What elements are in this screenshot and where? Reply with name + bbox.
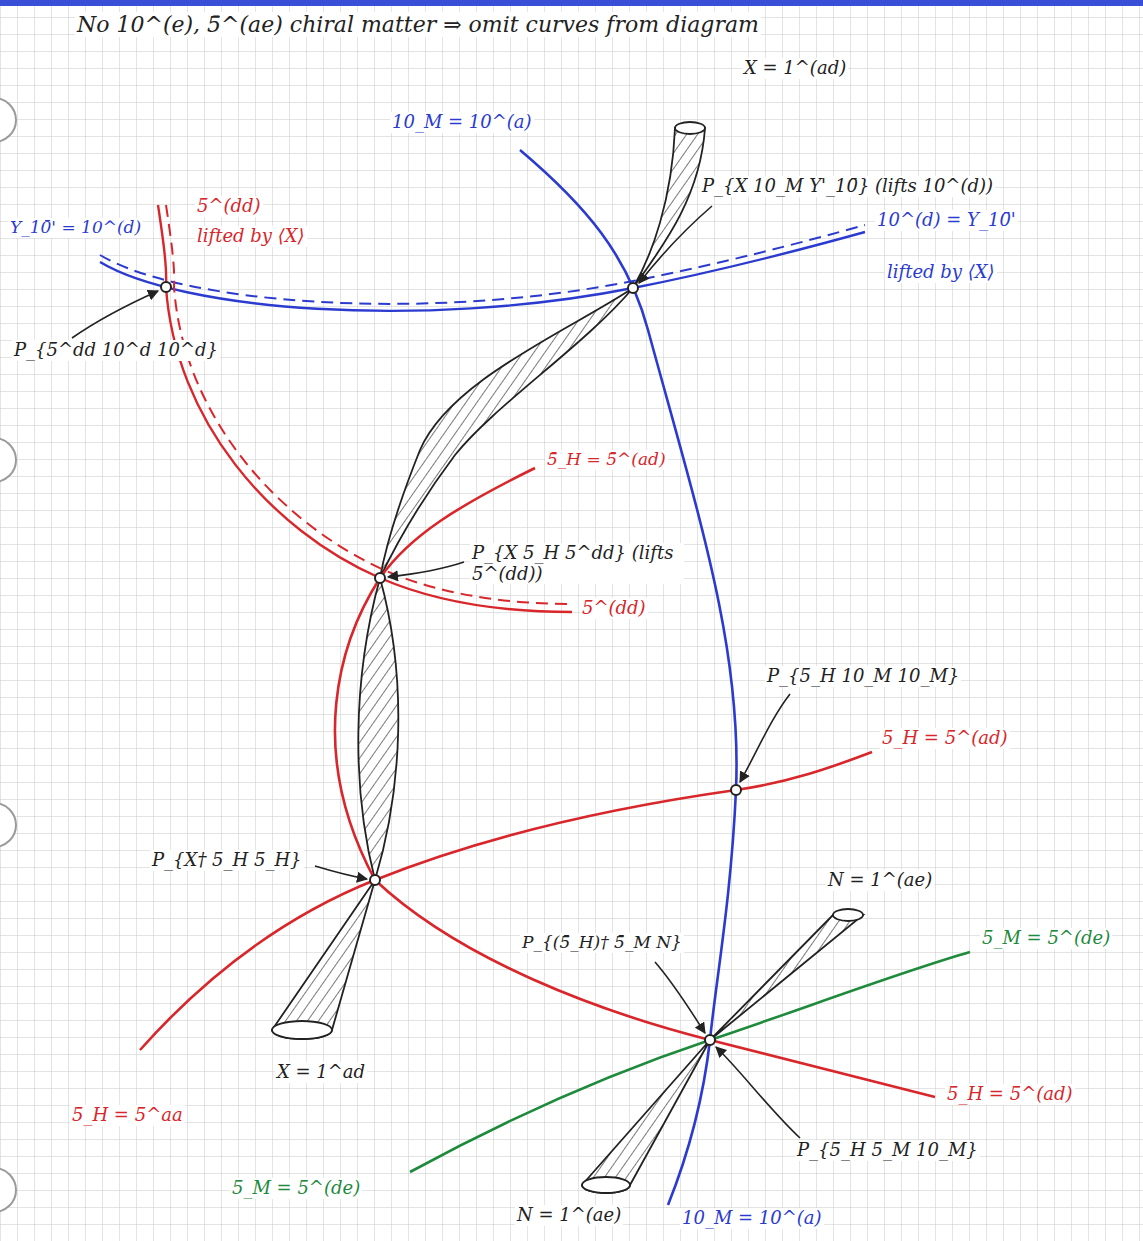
curve-label: P_{X 10_M Y'_10̄} (lifts 10^(d))	[700, 176, 995, 197]
punch-holes	[0, 98, 16, 1212]
curve-label: 5̄_H = 5̄^(ad)	[545, 450, 668, 470]
curve-label: 5̄^(dd)	[580, 598, 648, 619]
curve-label: 10^(d) = Y_10̄'	[875, 210, 1018, 231]
curve-label: 10_M = 10^(a)	[680, 1208, 824, 1229]
curve-label: Y_10̄' = 10^(d)	[8, 218, 143, 238]
curve-label: lifted by ⟨X⟩	[885, 262, 997, 283]
curve-label: N = 1^(ae)	[826, 870, 934, 891]
curve-10M	[520, 150, 737, 1205]
page-title: No 10^(e), 5̄^(ae) chiral matter ⇒ omit …	[75, 12, 761, 37]
curve-label: 5̄_M = 5̄^(de)	[980, 928, 1112, 949]
curve-10d-lifted	[100, 225, 865, 304]
curve-label: X = 1^ad	[275, 1062, 367, 1083]
curve-label: P_{5̄_H 5̄_M 10_M}	[795, 1140, 980, 1161]
curve-label: P_{X† 5_H 5̄_H}	[150, 850, 304, 871]
curve-label: N = 1^(ae)	[515, 1205, 623, 1226]
curve-label: P_{5_H 10_M 10_M}	[765, 666, 961, 687]
yukawa-points	[161, 282, 741, 1045]
curve-label: 5̄^(dd)	[195, 196, 263, 217]
top-strip	[0, 0, 1143, 6]
curve-label: P_{X 5̄_H 5̄^dd} (lifts 5̄^(dd))	[470, 543, 684, 584]
x-tube	[272, 122, 705, 1039]
curve-label: P_{5̄^dd 10^d 10^d}	[12, 340, 220, 361]
curve-label: P_{(5̄_H)† 5̄_M N}	[520, 933, 684, 953]
curve-5barH	[335, 468, 935, 1097]
curve-5M	[410, 952, 970, 1172]
curve-label: 5̄_H = 5̄^aa	[70, 1105, 185, 1126]
curve-label: 5_H = 5̄^(ad)	[880, 728, 1010, 749]
curve-label: 5̄_M = 5̄^(de)	[230, 1178, 362, 1199]
curve-label: lifted by ⟨X⟩	[195, 226, 307, 247]
curve-label: 10_M = 10^(a)	[390, 112, 534, 133]
curve-label: X = 1^(ad)	[742, 58, 848, 79]
curve-label: 5̄_H = 5̄^(ad)	[945, 1084, 1075, 1105]
curve-5H	[140, 752, 872, 1050]
